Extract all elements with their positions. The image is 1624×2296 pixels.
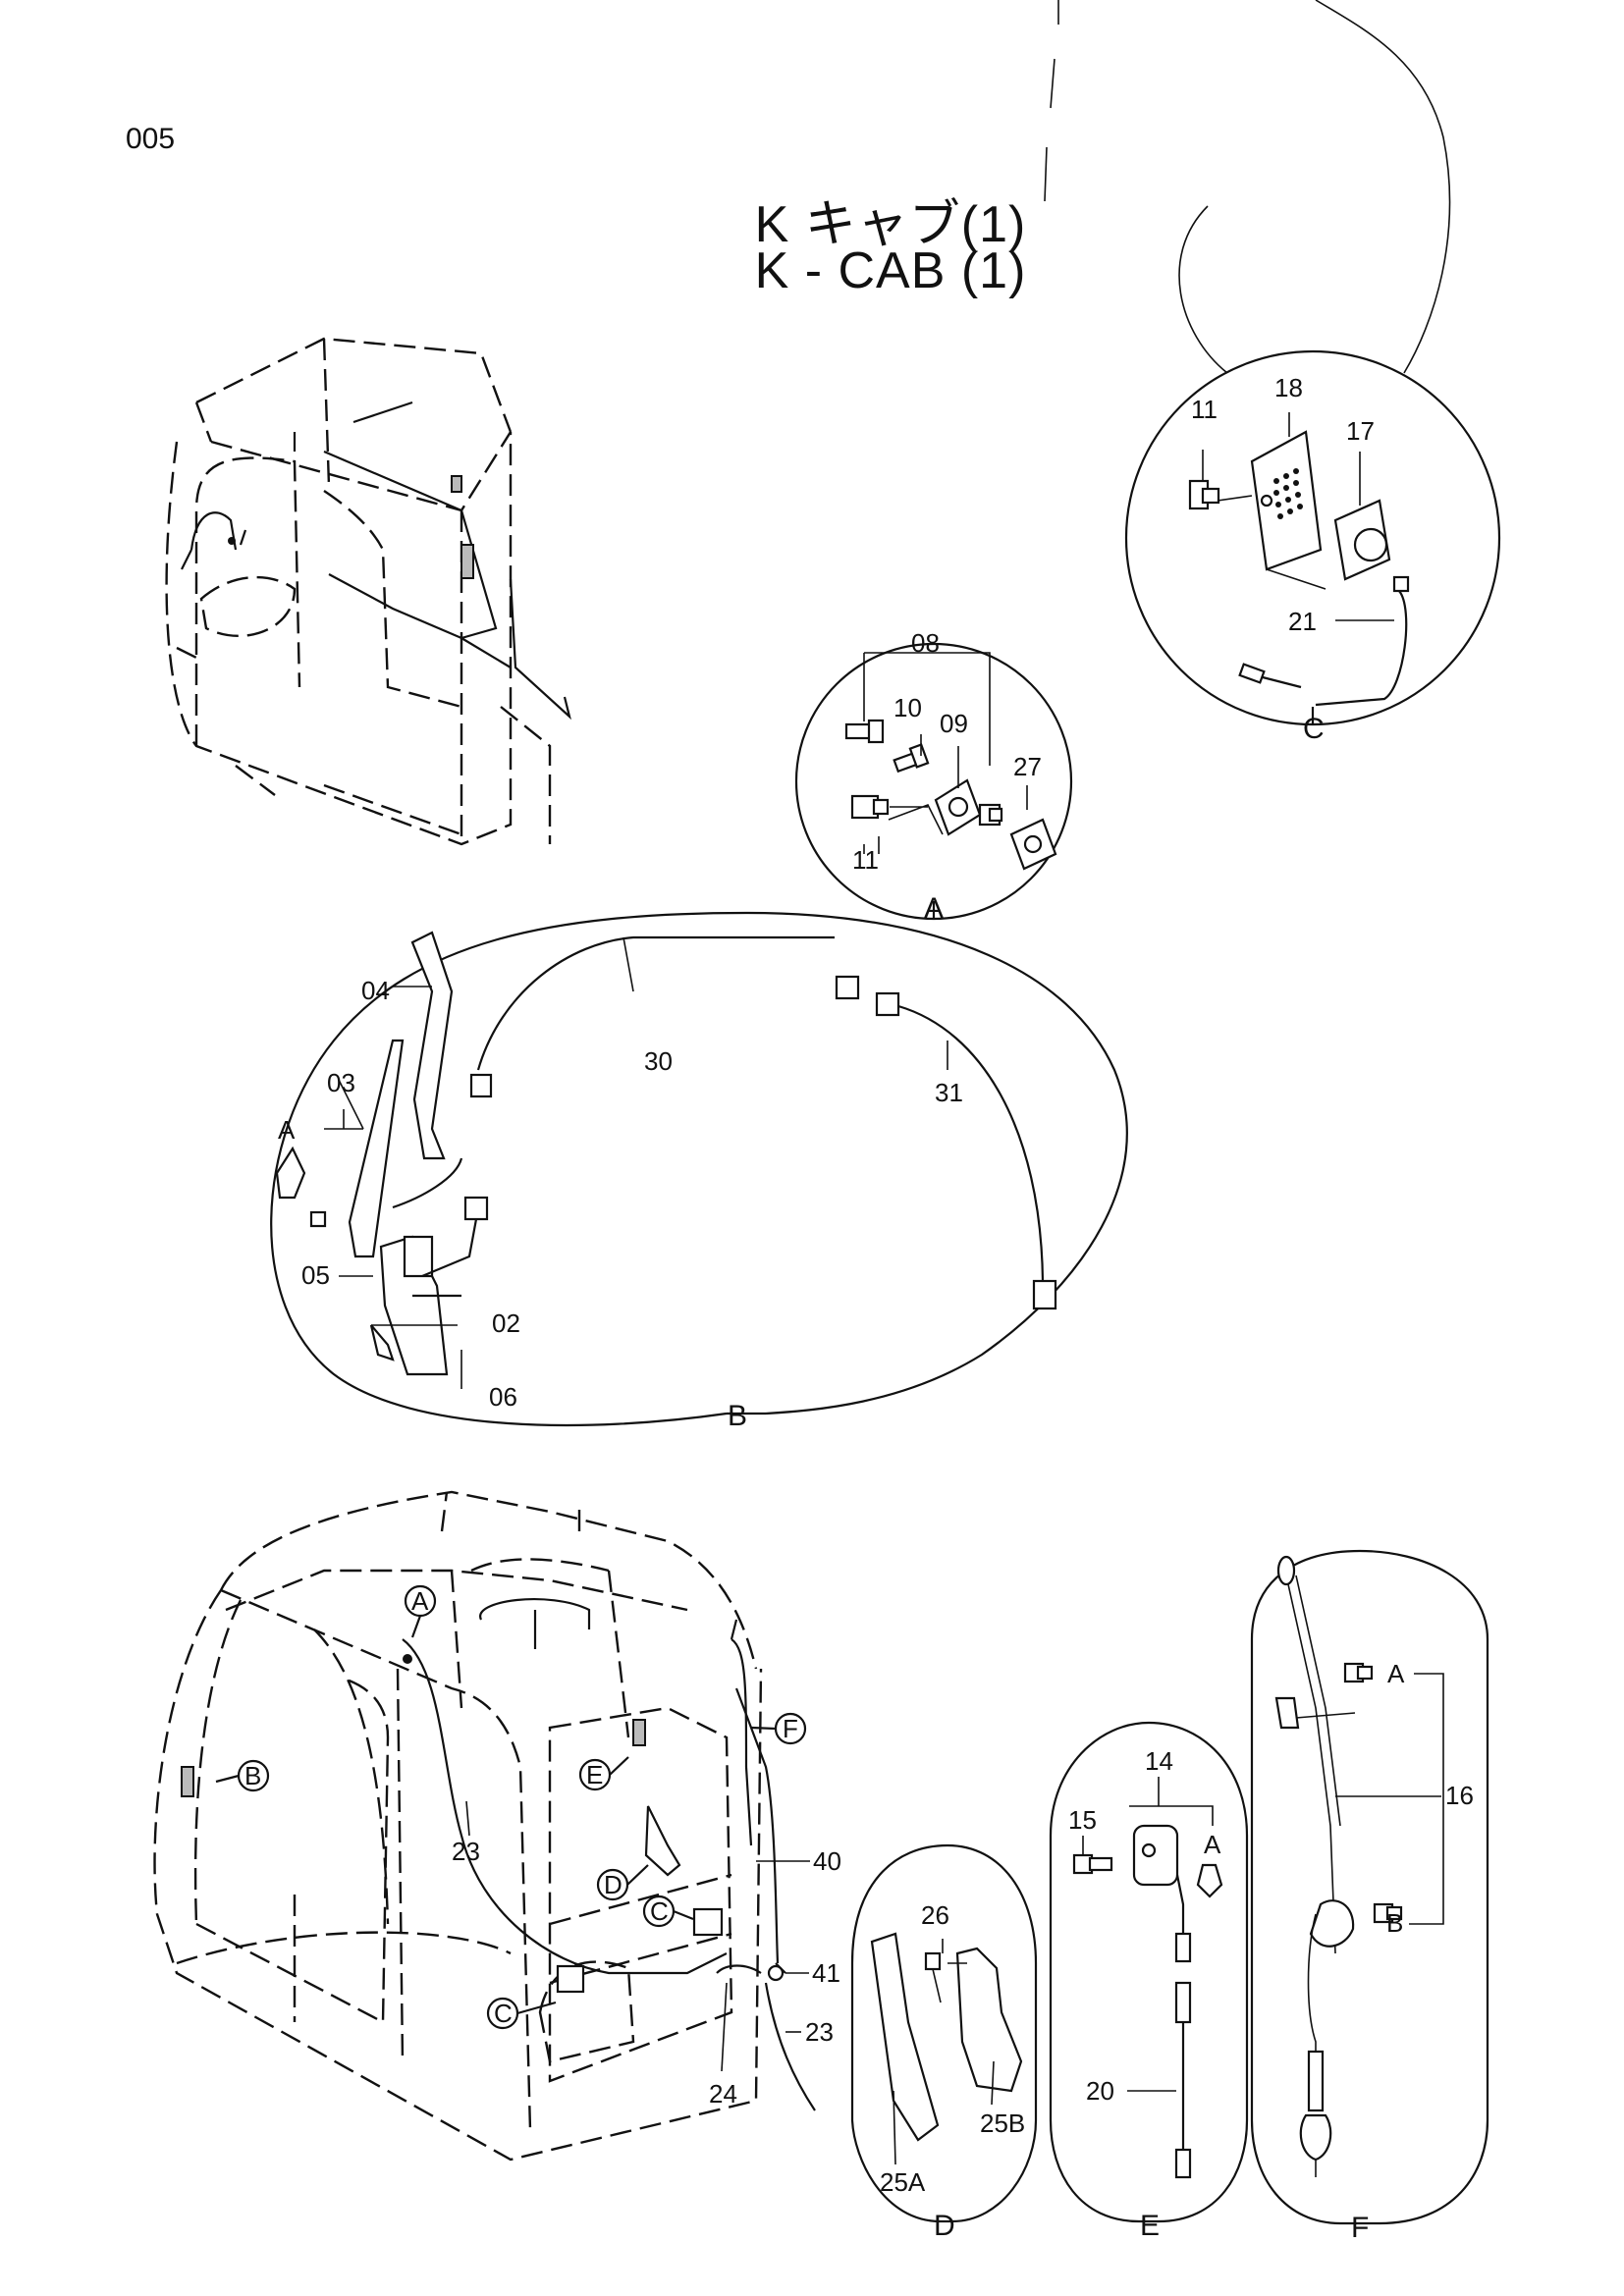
detail-c: [1124, 349, 1501, 726]
marker-a-text: A: [411, 1586, 429, 1616]
callout-sub-a-detail-f: A: [1387, 1659, 1405, 1688]
marker-e-text: E: [586, 1760, 603, 1789]
page-code: 005: [126, 123, 176, 155]
callout-sub-b-detail-f: B: [1386, 1908, 1403, 1938]
main-cab-leaders: [465, 1800, 810, 2072]
callout-23-upper: 23: [452, 1837, 480, 1866]
marker-c-text-2: C: [494, 1999, 513, 2028]
callout-08: 08: [911, 628, 940, 658]
detail-e-label: E: [1140, 2210, 1160, 2242]
detail-d-label: D: [934, 2210, 955, 2242]
callout-23-lower: 23: [805, 2017, 834, 2047]
callout-sub-a-detail-e: A: [1204, 1830, 1221, 1859]
callout-25a: 25A: [880, 2167, 926, 2197]
callout-20: 20: [1086, 2076, 1114, 2106]
cab-overview-top: [165, 337, 571, 846]
detail-f: [1250, 1549, 1489, 2225]
callout-25b: 25B: [980, 2109, 1025, 2138]
callout-31: 31: [935, 1078, 963, 1107]
callout-09: 09: [940, 709, 968, 738]
marker-f-text: F: [783, 1714, 798, 1743]
callout-10: 10: [893, 693, 922, 722]
callout-24: 24: [709, 2079, 737, 2109]
callout-02: 02: [492, 1308, 520, 1338]
detail-a: [794, 642, 1073, 921]
callout-sub-a-detail-b: A: [278, 1115, 296, 1145]
callout-17: 17: [1346, 416, 1375, 446]
callout-18: 18: [1274, 373, 1303, 402]
title-english: K - CAB (1): [754, 242, 1027, 299]
location-markers: [215, 1584, 807, 2030]
callout-labels: 08 10 09 27 11 A 11 18 17 21 C 04 03 A 0…: [244, 373, 1474, 2244]
callout-16: 16: [1445, 1781, 1474, 1810]
detail-b-label: B: [728, 1400, 747, 1432]
title-japanese: K キャブ(1): [754, 196, 1027, 253]
detail-a-label: A: [924, 892, 944, 925]
callout-06: 06: [489, 1382, 517, 1412]
callout-21: 21: [1288, 607, 1317, 636]
marker-d-text: D: [604, 1870, 623, 1899]
callout-41: 41: [812, 1958, 840, 1988]
cab-main-bottom: [153, 1490, 816, 2162]
callout-05: 05: [301, 1260, 330, 1290]
detail-f-label: F: [1351, 2212, 1369, 2244]
stray-wire-lines: [1044, 0, 1451, 374]
callout-14: 14: [1145, 1746, 1173, 1776]
callout-15: 15: [1068, 1805, 1097, 1835]
detail-d: [850, 1843, 1038, 2223]
callout-11-detail-a: 11: [852, 845, 879, 875]
detail-c-label: C: [1303, 713, 1325, 745]
marker-b-text: B: [244, 1761, 261, 1790]
detail-b: [270, 911, 1128, 1427]
callout-30: 30: [644, 1046, 673, 1076]
callout-03: 03: [327, 1068, 355, 1097]
detail-e: [1049, 1721, 1249, 2223]
callout-11-detail-c: 11: [1191, 395, 1218, 424]
speaker-grille-holes: [1273, 468, 1303, 519]
callout-27: 27: [1013, 752, 1042, 781]
callout-40: 40: [813, 1846, 841, 1876]
marker-c-text-1: C: [650, 1896, 669, 1926]
callout-04: 04: [361, 976, 390, 1005]
callout-26: 26: [921, 1900, 949, 1930]
